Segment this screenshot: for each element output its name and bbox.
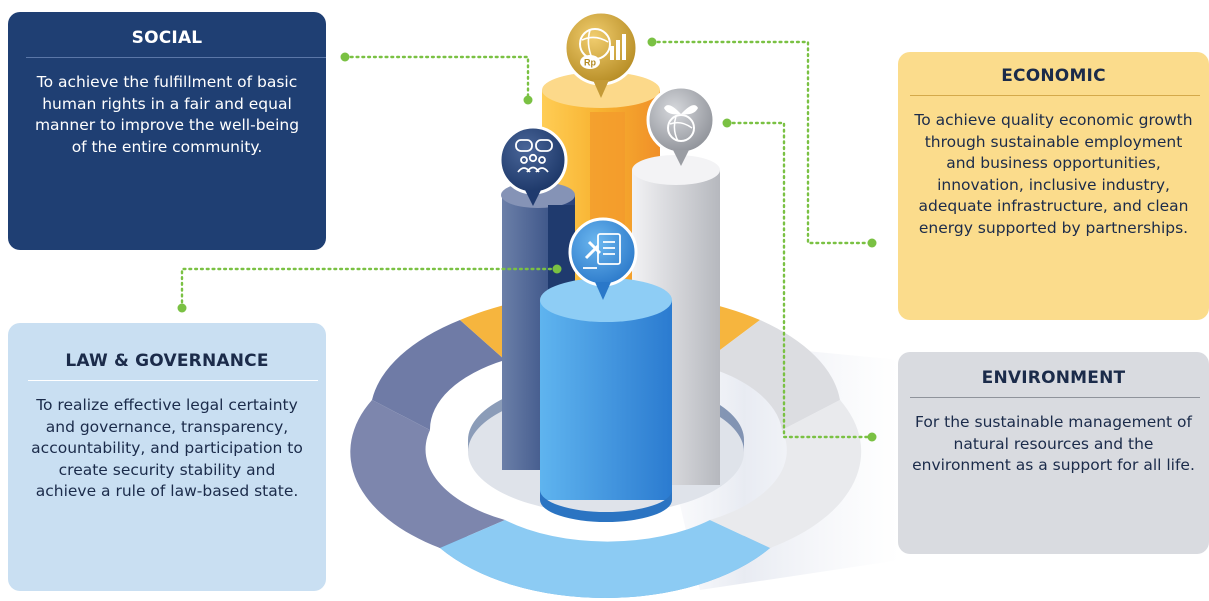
economic-card: ECONOMIC To achieve quality economic gro…	[898, 52, 1209, 320]
economic-title: ECONOMIC	[1001, 66, 1106, 86]
economic-divider	[910, 95, 1200, 96]
economic-description: To achieve quality economic growth throu…	[914, 111, 1193, 237]
law-connector-dot	[177, 303, 187, 313]
chat-people-icon	[515, 139, 553, 173]
ring-top-navy	[372, 320, 505, 430]
social-card: SOCIAL To achieve the fulfillment of bas…	[8, 12, 326, 250]
gavel-document-icon	[583, 233, 621, 269]
environment-title: ENVIRONMENT	[981, 368, 1126, 388]
environment-card: ENVIRONMENT For the sustainable manageme…	[898, 352, 1209, 554]
law-governance-card: LAW & GOVERNANCE To realize effective le…	[8, 323, 326, 591]
gray-pillar-top	[632, 155, 720, 185]
blue-pillar	[540, 300, 672, 500]
social-title: SOCIAL	[131, 28, 203, 48]
law-governance-title: LAW & GOVERNANCE	[65, 351, 269, 371]
social-divider	[26, 57, 326, 58]
law-governance-divider	[28, 380, 318, 381]
environment-divider	[910, 397, 1200, 398]
pillar-diagram: Rp	[350, 10, 900, 599]
globe-growth-chart-icon: Rp	[579, 28, 626, 69]
blue-pillar-bottom	[540, 490, 672, 522]
ring-top-navy-front	[350, 400, 505, 548]
blue-pillar-top	[540, 278, 672, 322]
social-description: To achieve the fulfillment of basic huma…	[34, 73, 300, 156]
ring-top-blue	[440, 520, 770, 599]
law-governance-description: To realize effective legal certainty and…	[31, 396, 303, 500]
rp-currency-text: Rp	[584, 58, 596, 68]
environment-description: For the sustainable management of natura…	[912, 413, 1195, 474]
